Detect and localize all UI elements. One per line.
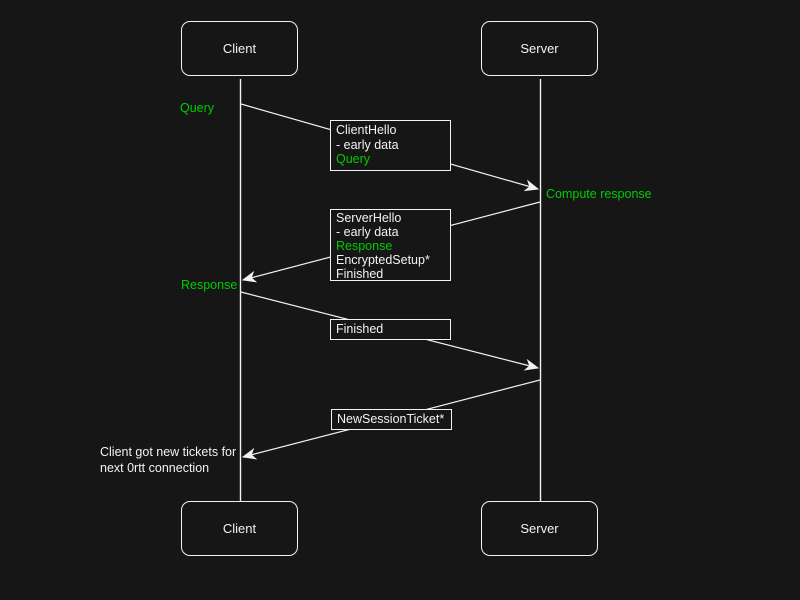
msg-line-query: Query xyxy=(336,152,371,166)
msg-line: EncryptedSetup* xyxy=(336,252,430,267)
actor-client-bottom-label: Client xyxy=(222,521,257,536)
message-box-serverhello: ServerHello - early data Response Encryp… xyxy=(330,209,451,281)
actor-client-top: Client xyxy=(181,21,298,76)
msg-line: NewSessionTicket* xyxy=(337,412,445,426)
message-box-clienthello: ClientHello - early data Query xyxy=(330,120,451,171)
msg-line: - early data xyxy=(336,224,399,239)
label-query: Query xyxy=(180,101,215,115)
actor-client-bottom: Client xyxy=(181,501,298,556)
note-line-2: next 0rtt connection xyxy=(100,461,210,475)
label-compute-response: Compute response xyxy=(546,187,652,201)
note-line-1: Client got new tickets for xyxy=(100,445,237,459)
message-box-finished: Finished xyxy=(330,319,451,340)
actor-server-bottom-label: Server xyxy=(520,521,559,536)
msg-line: Finished xyxy=(336,266,384,281)
msg-line: ClientHello xyxy=(336,123,397,137)
actor-server-bottom: Server xyxy=(481,501,598,556)
msg-line: Finished xyxy=(336,322,384,336)
actor-server-top-label: Server xyxy=(520,41,559,56)
label-response: Response xyxy=(181,278,238,292)
msg-line-response: Response xyxy=(336,238,393,253)
msg-line: - early data xyxy=(336,137,399,152)
msg-line: ServerHello xyxy=(336,211,402,225)
actor-client-top-label: Client xyxy=(222,41,257,56)
note-new-tickets: Client got new tickets for next 0rtt con… xyxy=(100,444,236,476)
message-box-newsessionticket: NewSessionTicket* xyxy=(331,409,452,430)
actor-server-top: Server xyxy=(481,21,598,76)
